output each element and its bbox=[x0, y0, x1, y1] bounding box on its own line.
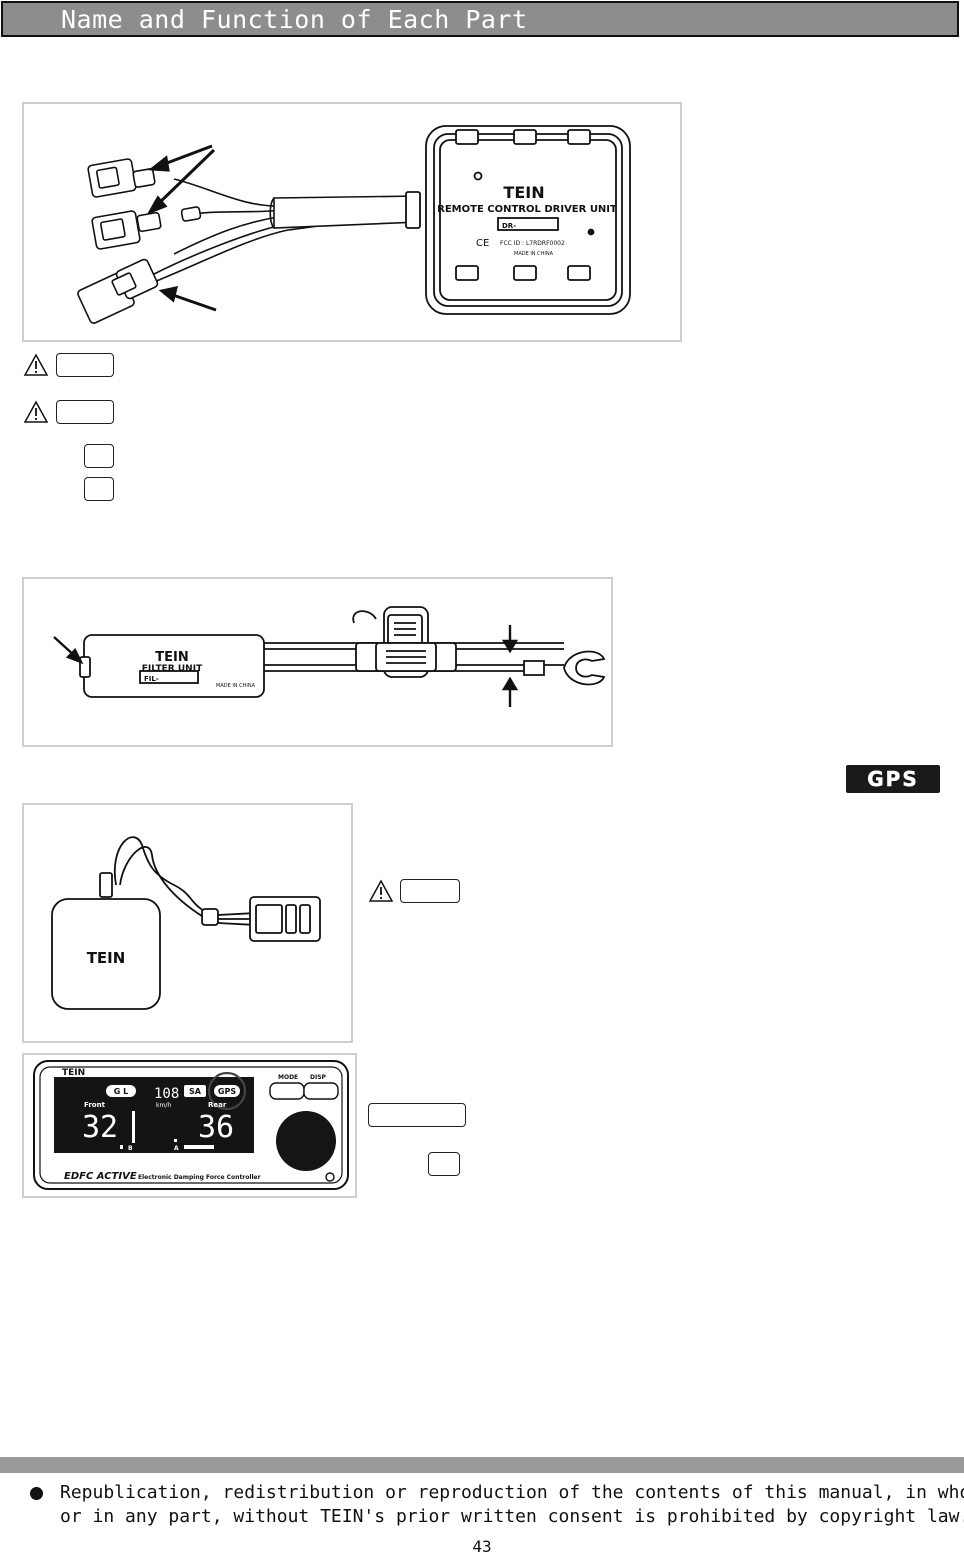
gps-indicator: GPS bbox=[218, 1087, 236, 1096]
note-tag bbox=[84, 477, 114, 501]
gps-badge-label: GPS bbox=[867, 767, 919, 792]
driver-brand: TEIN bbox=[503, 183, 544, 202]
rear-value: 36 bbox=[198, 1110, 234, 1145]
copyright-line-2: or in any part, without TEIN's prior wri… bbox=[60, 1506, 964, 1527]
front-label: Front bbox=[84, 1101, 106, 1109]
model-name: EDFC ACTIVE bbox=[64, 1171, 137, 1182]
gps-unit-figure: TEIN bbox=[22, 803, 353, 1043]
caution-tag bbox=[56, 353, 114, 377]
speed-value: 108 bbox=[154, 1086, 179, 1102]
warning-icon bbox=[368, 879, 394, 902]
sa-label: SA bbox=[189, 1087, 202, 1096]
controller-figure: TEIN G L 108 km/h SA GPS Front Rear 32 3… bbox=[22, 1053, 357, 1198]
driver-made-in: MADE IN CHINA bbox=[514, 251, 554, 257]
caution-tag bbox=[400, 879, 460, 903]
filter-label: FILTER UNIT bbox=[142, 664, 203, 674]
model-desc: Electronic Damping Force Controller bbox=[138, 1174, 261, 1181]
section-header: Name and Function of Each Part bbox=[1, 1, 959, 37]
front-value: 32 bbox=[82, 1110, 118, 1145]
footer-bar bbox=[0, 1457, 964, 1473]
ce-mark: CE bbox=[476, 238, 489, 249]
rear-label: Rear bbox=[208, 1101, 227, 1109]
warning-icon bbox=[23, 353, 49, 376]
disp-button[interactable] bbox=[303, 1082, 339, 1100]
filter-brand: TEIN bbox=[155, 650, 188, 665]
a-label: A bbox=[174, 1145, 179, 1152]
b-label: B bbox=[128, 1145, 133, 1152]
filter-unit-figure: TEIN FILTER UNIT FIL- MADE IN CHINA bbox=[22, 577, 613, 747]
copyright-line-1: Republication, redistribution or reprodu… bbox=[60, 1482, 964, 1503]
filter-serial: FIL- bbox=[144, 675, 159, 683]
note-label-wide bbox=[368, 1103, 466, 1127]
gps-unit-brand: TEIN bbox=[87, 949, 126, 967]
section-title: Name and Function of Each Part bbox=[61, 5, 528, 34]
note-tag bbox=[84, 444, 114, 468]
filter-made-in: MADE IN CHINA bbox=[216, 683, 256, 689]
gps-unit-illustration: TEIN bbox=[51, 836, 321, 1010]
page-number: 43 bbox=[472, 1537, 492, 1556]
driver-serial: DR- bbox=[502, 222, 516, 230]
gps-badge: GPS bbox=[846, 765, 940, 793]
warning-icon bbox=[23, 400, 49, 423]
bullet-icon bbox=[30, 1487, 43, 1500]
driver-unit-figure: TEIN REMOTE CONTROL DRIVER UNIT DR- CE F… bbox=[22, 102, 682, 342]
driver-fcc: FCC ID : L7RDRF0002 bbox=[500, 240, 565, 247]
driver-label: REMOTE CONTROL DRIVER UNIT bbox=[437, 204, 617, 215]
controller-illustration: TEIN G L 108 km/h SA GPS Front Rear 32 3… bbox=[33, 1060, 349, 1190]
driver-unit-illustration: TEIN REMOTE CONTROL DRIVER UNIT DR- CE F… bbox=[77, 125, 631, 324]
mode-label: MODE bbox=[278, 1074, 298, 1081]
disp-label: DISP bbox=[310, 1074, 327, 1081]
caution-tag bbox=[56, 400, 114, 424]
speed-unit: km/h bbox=[156, 1102, 171, 1109]
control-dial[interactable] bbox=[276, 1111, 336, 1171]
filter-unit-illustration: TEIN FILTER UNIT FIL- MADE IN CHINA bbox=[53, 606, 606, 707]
mode-button[interactable] bbox=[269, 1082, 305, 1100]
gl-label: G L bbox=[114, 1087, 128, 1096]
controller-brand: TEIN bbox=[62, 1068, 85, 1078]
note-tag bbox=[428, 1152, 460, 1176]
